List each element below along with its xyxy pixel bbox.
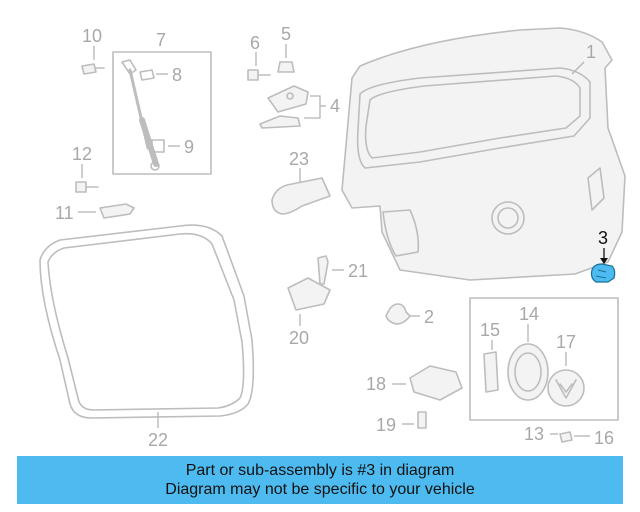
callout-11: 11 [55,203,74,223]
callout-10: 10 [82,26,102,46]
bump-stop-part [385,303,420,325]
wiring-boot-part [271,168,331,215]
tailgate-part [341,27,626,281]
callout-9: 9 [184,137,194,157]
hinge-assembly-part [247,44,326,129]
handle-emblem-assembly-part [469,297,619,443]
callout-18: 18 [366,374,386,394]
callout-3: 3 [598,228,608,248]
callout-5: 5 [281,24,291,44]
part-3-highlighted [590,248,616,283]
callout-12: 12 [72,144,92,164]
exploded-parts-diagram: 1 2 3 4 5 6 7 8 9 10 11 12 13 14 15 16 1… [39,24,626,450]
callout-20: 20 [289,328,309,348]
bolt-part-10 [81,46,105,75]
callout-13: 13 [524,424,544,444]
callout-19: 19 [376,415,396,435]
callout-15: 15 [480,320,500,340]
info-banner: Part or sub-assembly is #3 in diagram Di… [17,456,623,504]
latch-bracket-part [287,255,344,326]
callout-14: 14 [519,304,539,324]
callout-6: 6 [250,33,260,53]
callout-7: 7 [156,30,166,50]
callout-21: 21 [348,261,368,281]
callout-labels: 1 2 3 4 5 6 7 8 9 10 11 12 13 14 15 16 1… [55,24,614,450]
callout-2: 2 [424,307,434,327]
callout-4: 4 [330,96,340,116]
latch-part [392,365,463,429]
callout-16: 16 [594,428,614,448]
gas-strut-part [112,51,212,175]
banner-line-part-number: Part or sub-assembly is #3 in diagram [185,462,455,479]
callout-23: 23 [289,149,309,169]
callout-1: 1 [586,42,596,62]
callout-22: 22 [148,430,168,450]
banner-line-disclaimer: Diagram may not be specific to your vehi… [165,481,475,498]
callout-17: 17 [556,332,576,352]
lower-hinge-part [75,164,135,219]
tailgate-seal-part [39,224,255,428]
callout-8: 8 [172,65,182,85]
